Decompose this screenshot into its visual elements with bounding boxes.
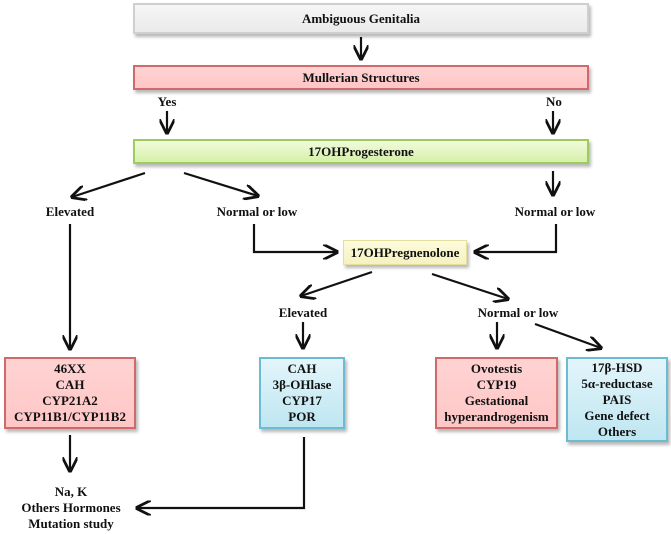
others-hormones-line: Others Hormones xyxy=(21,500,121,515)
no-label: No xyxy=(546,94,562,109)
mullerian-structures-label: Mullerian Structures xyxy=(302,69,420,85)
3b-ohlase-line: 3β-OHlase xyxy=(272,377,332,392)
ovotestis-line: Ovotestis xyxy=(470,361,523,376)
cah-line: CAH xyxy=(55,377,85,392)
por-line: POR xyxy=(288,409,316,424)
cyp17-line: CYP17 xyxy=(282,393,322,408)
cyp19-line: CYP19 xyxy=(476,377,517,392)
17ohpregnenolone-label: 17OHPregnenolone xyxy=(350,244,460,260)
cah-3b-ohlase-box: CAH 3β-OHlase CYP17 POR xyxy=(259,357,345,429)
cah-line: CAH xyxy=(287,361,317,376)
mutation-study-line: Mutation study xyxy=(28,516,114,531)
hyperandrogenism-line: hyperandrogenism xyxy=(444,409,549,424)
46xx-line: 46XX xyxy=(54,361,86,376)
17ohpregnenolone-box: 17OHPregnenolone xyxy=(343,240,467,265)
arrow-normal-left-to-pregnenolone xyxy=(252,224,337,252)
gene-defect-line: Gene defect xyxy=(584,407,650,423)
mullerian-structures-box: Mullerian Structures xyxy=(133,65,589,90)
gestational-line: Gestational xyxy=(464,393,529,408)
pregnenolone-elevated-label: Elevated xyxy=(278,305,328,320)
ambiguous-genitalia-label: Ambiguous Genitalia xyxy=(301,10,421,26)
17b-hsd-box: 17β-HSD 5α-reductase PAIS Gene defect Ot… xyxy=(566,357,668,442)
progesterone-elevated-label: Elevated xyxy=(45,204,95,219)
arrow-normal-to-17bhsd xyxy=(534,322,601,348)
cyp11b1-cyp11b2-line: CYP11B1/CYP11B2 xyxy=(14,409,126,424)
na-k-line: Na, K xyxy=(54,484,88,499)
arrow-pregnenolone-to-normal xyxy=(431,272,508,299)
others-line: Others xyxy=(597,423,637,439)
arrow-pregnenolone-to-elevated xyxy=(301,270,373,296)
ambiguous-genitalia-box: Ambiguous Genitalia xyxy=(133,3,589,34)
progesterone-normal-left-label: Normal or low xyxy=(216,204,298,219)
pais-line: PAIS xyxy=(602,391,632,407)
cyp21a2-line: CYP21A2 xyxy=(42,393,98,408)
arrow-normal-right-to-pregnenolone xyxy=(475,224,558,252)
5a-reductase-line: 5α-reductase xyxy=(581,375,653,391)
final-investigations-text: Na, K Others Hormones Mutation study xyxy=(10,484,132,532)
pregnenolone-normal-label: Normal or low xyxy=(477,305,559,320)
arrow-cah-to-final xyxy=(137,437,306,508)
arrow-progesterone-to-normal-left xyxy=(183,171,258,196)
ovotestis-box: Ovotestis CYP19 Gestational hyperandroge… xyxy=(435,357,558,429)
17ohprogesterone-label: 17OHProgesterone xyxy=(308,143,414,159)
progesterone-normal-right-label: Normal or low xyxy=(514,204,596,219)
17b-hsd-line: 17β-HSD xyxy=(591,359,643,375)
yes-label: Yes xyxy=(157,94,177,109)
17ohprogesterone-box: 17OHProgesterone xyxy=(133,139,589,164)
46xx-cah-box: 46XX CAH CYP21A2 CYP11B1/CYP11B2 xyxy=(4,357,136,429)
arrow-progesterone-to-elevated xyxy=(72,171,146,197)
